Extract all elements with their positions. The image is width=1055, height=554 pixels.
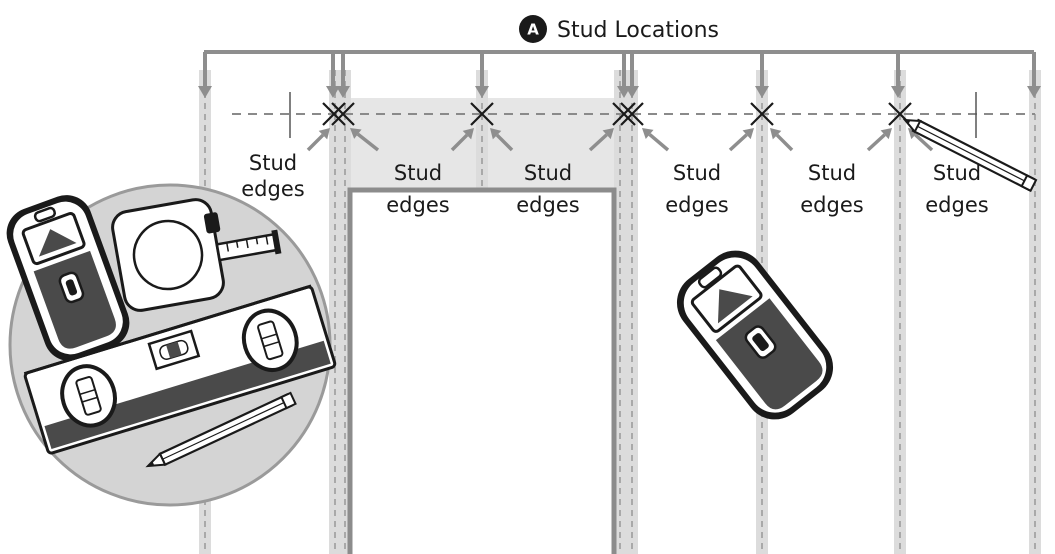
label-line-2: edges xyxy=(516,193,579,217)
edge-arrow xyxy=(350,128,380,152)
edge-arrow xyxy=(588,128,614,152)
door-opening xyxy=(347,187,617,554)
arrow-down-icon xyxy=(336,86,350,98)
label-line-2: edges xyxy=(665,193,728,217)
pencil-icon xyxy=(902,118,1038,193)
arrow-down-icon xyxy=(475,86,489,98)
label-line-1: Stud xyxy=(673,161,721,185)
stud xyxy=(614,70,626,554)
stud-x-mark xyxy=(331,102,355,126)
badge-letter: A xyxy=(527,21,539,39)
arrow-down-icon xyxy=(755,86,769,98)
stud-finder-icon xyxy=(6,195,130,361)
label-line-1: Stud xyxy=(933,161,981,185)
edge-arrow xyxy=(306,128,330,152)
level-icon xyxy=(23,284,337,455)
edge-arrow xyxy=(490,128,514,152)
pencil-icon xyxy=(145,391,297,468)
label-line-2: edges xyxy=(800,193,863,217)
tape-measure-icon xyxy=(111,198,282,312)
stud xyxy=(1029,70,1041,554)
arrow-down-icon xyxy=(1027,86,1041,98)
arrow-down-icon xyxy=(198,86,212,98)
label-line-1: Stud xyxy=(249,151,297,175)
arrow-down-icon xyxy=(326,86,340,98)
stud xyxy=(329,70,341,554)
stud xyxy=(626,70,638,554)
title-group: A Stud Locations xyxy=(519,15,719,43)
edge-arrow xyxy=(728,128,754,152)
label-line-2: edges xyxy=(925,193,988,217)
diagram-title: Stud Locations xyxy=(557,18,719,43)
stud-finder-icon xyxy=(676,250,834,420)
arrow-down-icon xyxy=(891,86,905,98)
stud-edges-label: Stud edges xyxy=(800,161,863,217)
stud-x-mark xyxy=(620,102,644,126)
label-line-2: edges xyxy=(241,177,304,201)
stud-edges-label: Stud edges xyxy=(386,161,449,217)
stud-edge-labels: StudedgesStudedgesStudedgesStudedgesStud… xyxy=(241,151,988,217)
arrow-down-icon xyxy=(625,86,639,98)
badge-circle xyxy=(519,15,547,43)
stud-edges-label: Stud edges xyxy=(925,161,988,217)
stud-edges-label: Stud edges xyxy=(665,161,728,217)
edge-arrow xyxy=(642,128,670,152)
label-line-1: Stud xyxy=(394,161,442,185)
edge-arrow xyxy=(450,128,474,152)
label-line-1: Stud xyxy=(808,161,856,185)
stud-x-mark xyxy=(470,102,494,126)
stud-x-mark xyxy=(750,102,774,126)
stud-edges-label: Stud edges xyxy=(516,161,579,217)
edge-arrow xyxy=(770,128,794,152)
stud-x-mark xyxy=(612,102,636,126)
stud xyxy=(894,70,906,554)
stud-locations-bracket xyxy=(198,50,1041,98)
label-line-1: Stud xyxy=(524,161,572,185)
stud-x-mark xyxy=(322,102,346,126)
label-line-2: edges xyxy=(386,193,449,217)
edge-arrows xyxy=(306,128,934,152)
edge-arrow xyxy=(866,128,892,152)
